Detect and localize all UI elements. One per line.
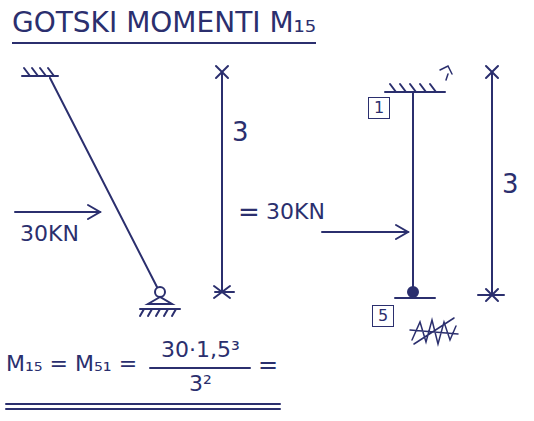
formula-denominator: 3²: [189, 372, 212, 396]
formula-numerator: 30·1,5³: [161, 338, 240, 362]
callout-number: 5: [378, 306, 388, 325]
dimension: 3: [502, 170, 519, 199]
callout-box: 5: [372, 305, 394, 327]
callout-box: 1: [368, 97, 390, 119]
load-label: 30KN: [266, 200, 325, 224]
load-label: 30KN: [20, 222, 79, 246]
callout-number: 1: [374, 98, 384, 117]
equals-sign: =: [238, 198, 260, 227]
formula: M₁₅ = M₅₁ =: [6, 352, 137, 376]
dimension: 3: [232, 118, 249, 147]
equals-sign: =: [258, 352, 278, 378]
title: GOTSKI MOMENTI M₁₅: [12, 8, 316, 44]
